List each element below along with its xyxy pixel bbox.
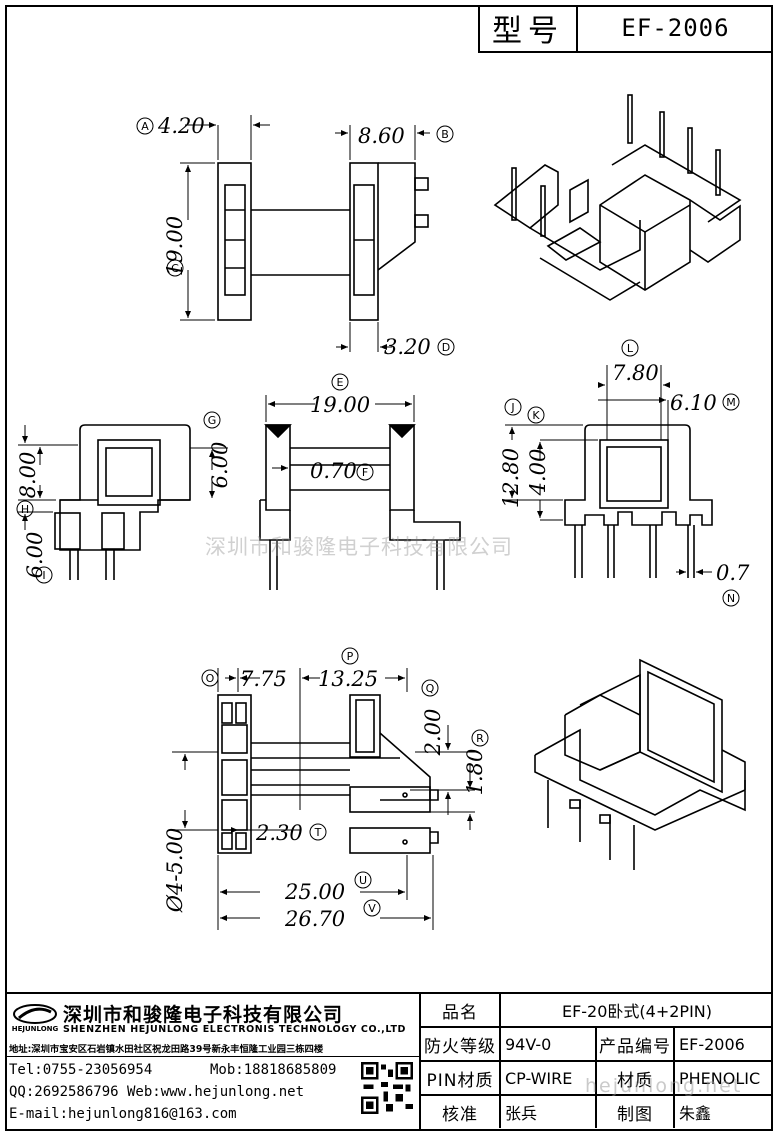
model-label: 型号 (480, 5, 578, 51)
label-V: V (368, 902, 376, 915)
front-view-dims (18, 425, 228, 530)
label-F: F (362, 466, 368, 479)
label-O: O (206, 672, 215, 685)
dim-T: 2.30 (255, 821, 303, 845)
dim-Q: 2.00 (421, 709, 445, 757)
label-H: H (21, 503, 29, 516)
side-view (259, 424, 461, 590)
iso-view-bottom (534, 658, 746, 870)
bottom-view-dims (172, 668, 475, 930)
spec-fire-value: 94V-0 (499, 1028, 595, 1060)
spec-fire-label: 防火等级 (424, 1036, 496, 1057)
spec-pin-label: PIN材质 (426, 1070, 494, 1091)
spec-name-label: 品名 (442, 1002, 478, 1023)
dim-G: 6.00 (208, 442, 232, 489)
spec-row-pin: PIN材质 CP-WIRE 材质 PHENOLIC (421, 1062, 773, 1096)
spec-row-check: 核准 张兵 制图 朱鑫 (421, 1096, 773, 1131)
company-logo-icon: HEJUNLONG (12, 1004, 59, 1033)
dim-D: 3.20 (384, 335, 431, 359)
watermark-2: hejunlong.net (585, 1075, 743, 1097)
side-view-labels: E 19.00 0.70 F (310, 373, 374, 483)
spec-draw-value: 朱鑫 (673, 1096, 773, 1128)
front-view-labels: 8.00 H 6.00 I 6.00 G (16, 411, 232, 584)
watermark: 深圳市和骏隆电子科技有限公司 (205, 535, 513, 559)
label-J: J (510, 401, 514, 414)
label-E: E (337, 376, 344, 389)
label-I: I (42, 569, 45, 582)
dim-U: 25.00 (284, 880, 345, 904)
label-N: N (727, 592, 735, 605)
model-box: 型号 EF-2006 (478, 5, 773, 53)
spec-row-fire: 防火等级 94V-0 产品编号 EF-2006 (421, 1028, 773, 1062)
company-name-en: SHENZHEN HEJUNLONG ELECTRONIS TECHNOLOGY… (63, 1024, 407, 1035)
dim-J: 12.80 (499, 448, 523, 508)
drawing-frame (5, 5, 773, 1131)
dim-F: 0.70 (310, 459, 357, 483)
label-G: G (208, 414, 217, 427)
dim-R: 1.80 (463, 749, 487, 796)
label-T: T (314, 826, 322, 839)
qr-code-icon (361, 1062, 413, 1114)
company-qq-web: QQ:2692586796 Web:www.hejunlong.net (9, 1084, 305, 1100)
label-U: U (359, 874, 367, 887)
dim-N: 0.7 (716, 561, 750, 585)
front-view-2 (564, 424, 713, 578)
separator (5, 1056, 419, 1057)
label-D: D (442, 341, 450, 354)
dim-K: 4.00 (526, 449, 550, 497)
front-view-2-labels: L 7.80 6.10 M J K 12.80 4.00 0.7 N (499, 339, 750, 607)
spec-code-value: EF-2006 (673, 1028, 773, 1060)
technical-drawing: A 4.20 8.60 B 19.00 C 3.20 D (16, 94, 750, 931)
dim-S: Ø4-5.00 (163, 828, 187, 913)
spec-code-label: 产品编号 (595, 1028, 673, 1060)
front-view-2-dims (505, 365, 712, 575)
spec-draw-label: 制图 (595, 1096, 673, 1128)
dim-P: 13.25 (318, 667, 378, 691)
bottom-view (217, 694, 439, 854)
spec-check-label: 核准 (442, 1104, 478, 1125)
label-R: R (476, 732, 484, 745)
spec-pin-value: CP-WIRE (499, 1062, 595, 1094)
top-view-dims (180, 115, 430, 352)
bottom-view-labels: O 7.75 P 13.25 Q 2.00 R 1.80 2.30 T Ø4-5… (163, 647, 489, 931)
side-view-dims (265, 395, 415, 471)
dim-L: 7.80 (612, 361, 659, 385)
label-P: P (347, 650, 354, 663)
label-Q: Q (426, 682, 435, 695)
label-L: L (627, 342, 634, 355)
model-value: EF-2006 (621, 14, 730, 42)
dim-O: 7.75 (240, 667, 287, 691)
spec-name-value: EF-20卧式(4+2PIN) (499, 994, 773, 1026)
spec-check-value: 张兵 (499, 1096, 595, 1128)
dim-E: 19.00 (310, 393, 370, 417)
top-view (217, 162, 429, 321)
spec-row-name: 品名 EF-20卧式(4+2PIN) (421, 994, 773, 1028)
label-B: B (441, 128, 449, 141)
front-view (54, 424, 191, 580)
company-block: HEJUNLONG 深圳市和骏隆电子科技有限公司 SHENZHEN HEJUNL… (5, 994, 421, 1131)
top-view-labels: A 4.20 8.60 B 19.00 C 3.20 D (136, 114, 455, 359)
title-block: HEJUNLONG 深圳市和骏隆电子科技有限公司 SHENZHEN HEJUNL… (5, 992, 773, 1131)
dim-I: 6.00 (23, 532, 47, 579)
dim-M: 6.10 (670, 391, 717, 415)
label-A: A (141, 120, 149, 133)
spec-mat-label: 材质 (595, 1062, 673, 1094)
label-K: K (532, 409, 540, 422)
dim-H: 8.00 (16, 452, 40, 499)
spec-table: 品名 EF-20卧式(4+2PIN) 防火等级 94V-0 产品编号 EF-20… (421, 994, 773, 1131)
company-tel: Tel:0755-23056954 (9, 1062, 153, 1078)
company-email: E-mail:hejunlong816@163.com (9, 1106, 237, 1122)
dim-A: 4.20 (157, 114, 205, 138)
label-C: C (171, 262, 179, 275)
label-M: M (726, 396, 736, 409)
dim-B: 8.60 (358, 124, 405, 148)
iso-view-top (493, 94, 742, 301)
dim-V: 26.70 (284, 907, 345, 931)
logo-text: HEJUNLONG (12, 1025, 59, 1033)
spec-mat-value: PHENOLIC (673, 1062, 773, 1094)
company-name-cn: 深圳市和骏隆电子科技有限公司 (63, 1004, 344, 1026)
company-mob: Mob:18818685809 (210, 1062, 337, 1078)
company-address: 地址:深圳市宝安区石岩镇水田社区祝龙田路39号新永丰恒隆工业园三栋四楼 (9, 1044, 324, 1055)
